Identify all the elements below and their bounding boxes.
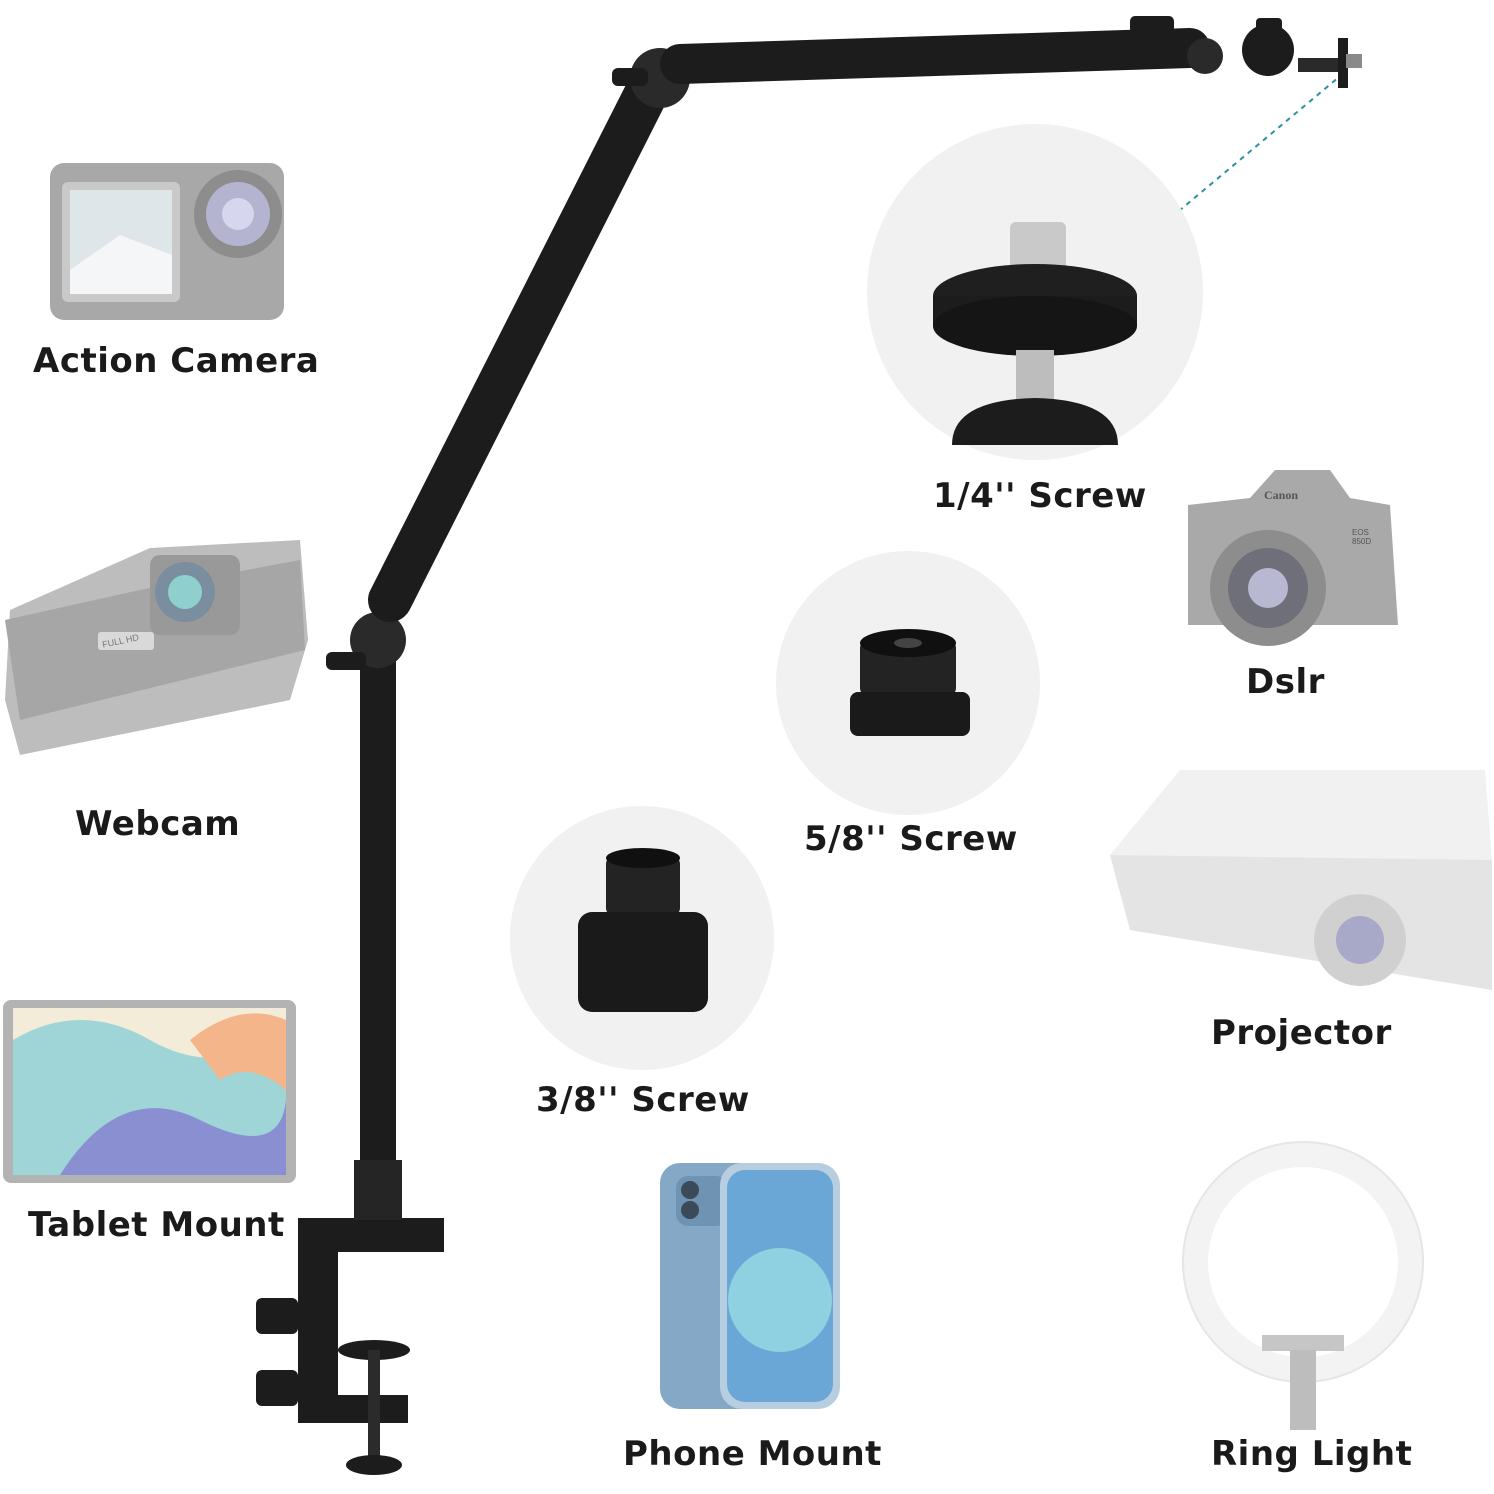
projector-image (1110, 770, 1492, 990)
phone-image (660, 1163, 840, 1409)
dslr-image (1188, 470, 1398, 646)
label-five-eighths-screw: 5/8'' Screw (804, 819, 1018, 859)
five-eighths-screw-image (776, 551, 1040, 815)
webcam-image (5, 540, 308, 755)
label-webcam: Webcam (75, 804, 241, 844)
quarter-screw-image (867, 124, 1203, 460)
label-three-eighths-screw: 3/8'' Screw (536, 1080, 750, 1120)
label-action-camera: Action Camera (33, 341, 320, 381)
three-eighths-screw-image (510, 806, 774, 1070)
label-ring-light: Ring Light (1211, 1434, 1413, 1474)
label-quarter-screw: 1/4'' Screw (933, 476, 1147, 516)
label-tablet-mount: Tablet Mount (28, 1205, 285, 1245)
action-camera-image (50, 163, 284, 320)
tablet-image (3, 1000, 296, 1183)
connector-line (1124, 71, 1346, 257)
label-dslr: Dslr (1246, 662, 1325, 702)
label-phone-mount: Phone Mount (623, 1434, 882, 1474)
dslr-brand-text: Canon (1264, 488, 1299, 502)
dslr-model-text: EOS 850D (1352, 528, 1372, 546)
arm-stand-image (256, 16, 1362, 1475)
ring-light-image (1182, 1141, 1424, 1430)
label-projector: Projector (1211, 1013, 1392, 1053)
